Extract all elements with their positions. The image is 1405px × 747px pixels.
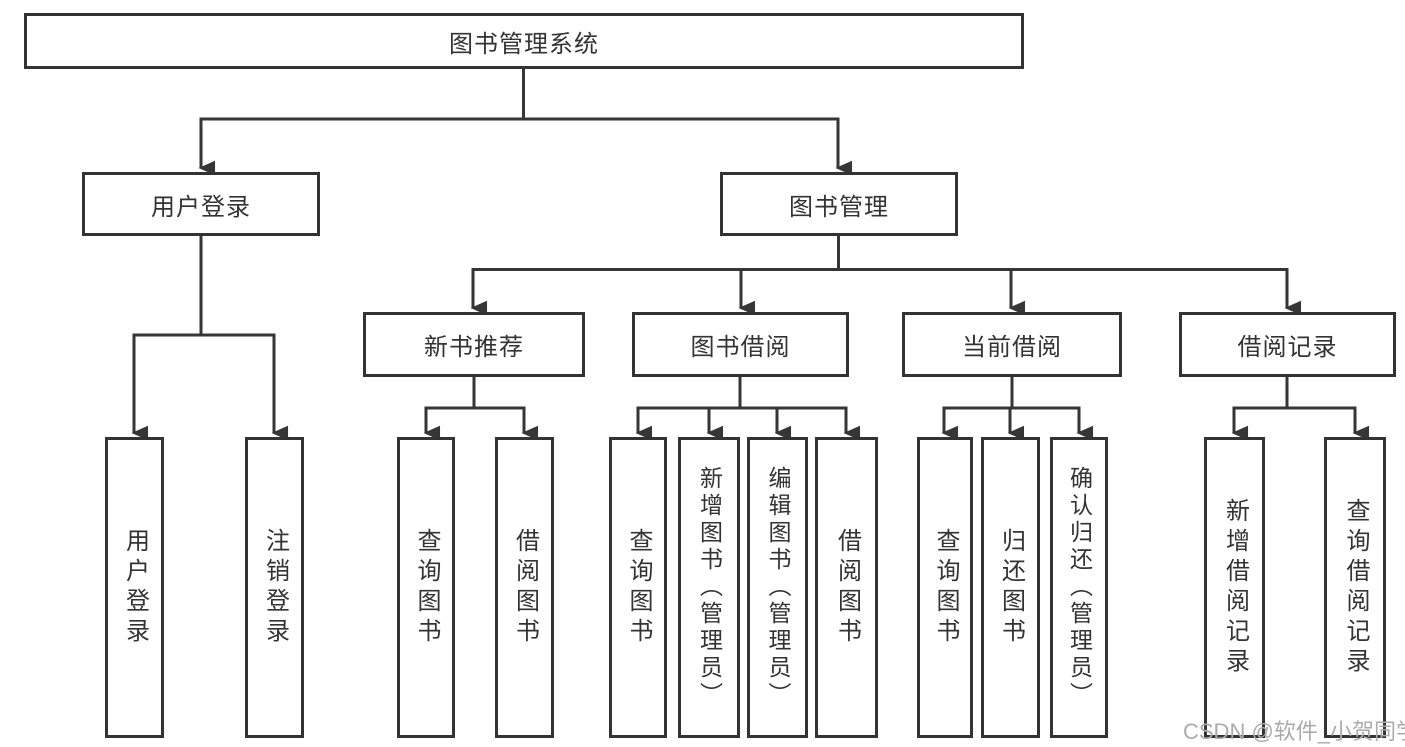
node-book-borrowing: 图书借阅 — [632, 312, 849, 377]
node-query-books-current: 查询图书 — [917, 437, 973, 738]
node-label: 新增借阅记录 — [1221, 497, 1249, 678]
node-library-management-system: 图书管理系统 — [24, 13, 1024, 69]
node-label: 当前借阅 — [962, 334, 1062, 361]
node-label: 图书借阅 — [690, 334, 791, 361]
node-label: 用户登录 — [121, 527, 149, 648]
node-label: 借阅图书 — [511, 527, 539, 648]
connector-book-management-spine — [471, 235, 1289, 271]
node-label: 用户登录 — [151, 193, 251, 221]
connector-borrowing-spine — [636, 376, 848, 410]
node-label: 新增图书（管理员） — [696, 466, 723, 709]
node-label: 确认归还（管理员） — [1066, 466, 1093, 709]
node-label: 查询图书 — [932, 527, 959, 648]
node-label: 借阅图书 — [833, 527, 861, 648]
connector-current-spine — [942, 376, 1081, 410]
node-label: 借阅记录 — [1237, 334, 1338, 361]
connector-root-spine — [199, 68, 840, 121]
node-label: 归还图书 — [997, 527, 1025, 648]
node-query-books-borrowing: 查询图书 — [609, 437, 667, 738]
connector-recommendation-spine — [424, 376, 526, 410]
node-label: 新书推荐 — [424, 334, 524, 361]
watermark: CSDN @软件_小贺同学 — [1183, 719, 1405, 744]
node-borrowing-records: 借阅记录 — [1179, 312, 1396, 377]
node-user-login-leaf: 用户登录 — [105, 437, 164, 738]
node-label: 查询图书 — [413, 527, 440, 648]
node-add-borrowing-record: 新增借阅记录 — [1204, 437, 1265, 738]
node-label: 图书管理 — [789, 193, 889, 221]
node-borrow-books-recommendation: 借阅图书 — [495, 437, 554, 738]
node-label: 编辑图书（管理员） — [765, 466, 791, 709]
node-user-login: 用户登录 — [82, 172, 320, 236]
node-edit-books-admin: 编辑图书（管理员） — [747, 437, 808, 738]
node-book-management: 图书管理 — [720, 172, 958, 236]
connector-user-login-spine — [132, 235, 276, 337]
node-query-books-recommendation: 查询图书 — [397, 437, 455, 738]
node-label: 查询借阅记录 — [1342, 497, 1369, 678]
node-confirm-return-admin: 确认归还（管理员） — [1050, 437, 1108, 738]
node-logout-leaf: 注销登录 — [245, 437, 304, 738]
node-label: 注销登录 — [261, 527, 289, 648]
node-borrow-books-leaf: 借阅图书 — [815, 437, 878, 738]
node-current-borrowing: 当前借阅 — [902, 312, 1122, 377]
node-return-books: 归还图书 — [981, 437, 1040, 738]
connector-records-spine — [1232, 376, 1357, 410]
node-query-borrowing-record: 查询借阅记录 — [1324, 437, 1386, 738]
node-add-books-admin: 新增图书（管理员） — [678, 437, 740, 738]
node-label: 查询图书 — [625, 527, 652, 648]
node-label: 图书管理系统 — [449, 30, 599, 58]
node-new-book-recommendation: 新书推荐 — [363, 312, 585, 377]
